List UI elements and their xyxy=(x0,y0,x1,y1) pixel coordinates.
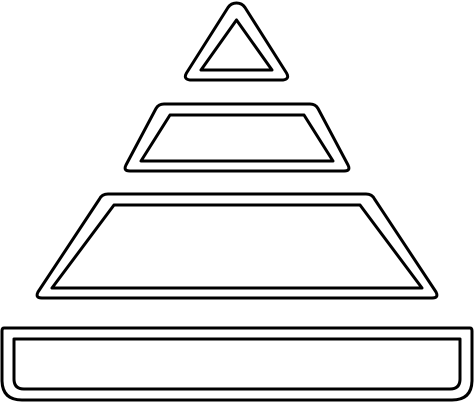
pyramid-tier-lower-middle-inner xyxy=(50,203,424,290)
pyramid-tier-upper-middle-inner xyxy=(139,113,335,163)
pyramid-tier-base-inner xyxy=(12,337,462,391)
pyramid-tier-top-inner xyxy=(199,18,274,72)
